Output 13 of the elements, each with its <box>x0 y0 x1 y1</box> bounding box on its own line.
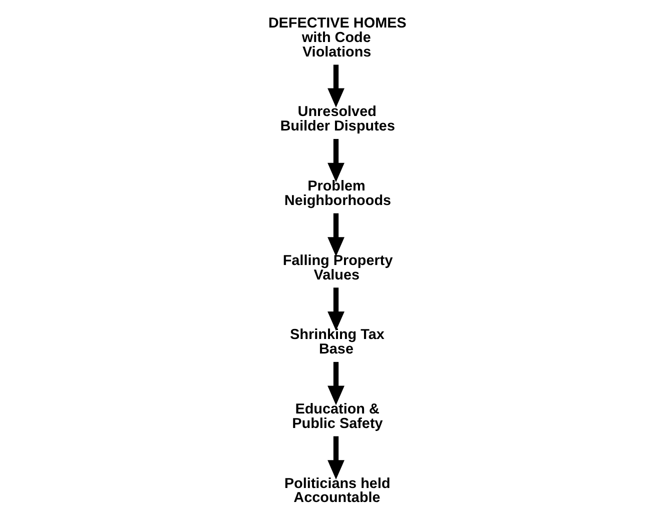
node-text: Politicians held Accountable <box>284 476 390 506</box>
arrow <box>328 213 344 256</box>
arrow <box>328 138 344 182</box>
arrow <box>328 64 344 108</box>
node-text: DEFECTIVE HOMES with Code Violations <box>268 15 406 60</box>
node-text: Unresolved Builder Disputes <box>280 104 395 135</box>
arrow <box>328 436 344 480</box>
arrow <box>328 362 344 406</box>
arrow <box>328 288 344 331</box>
node-text: Falling Property Values <box>282 252 393 284</box>
node-text: Shrinking Tax Base <box>290 327 384 358</box>
node-text: Education & Public Safety <box>292 401 383 432</box>
node-text: Problem Neighborhoods <box>284 178 392 209</box>
